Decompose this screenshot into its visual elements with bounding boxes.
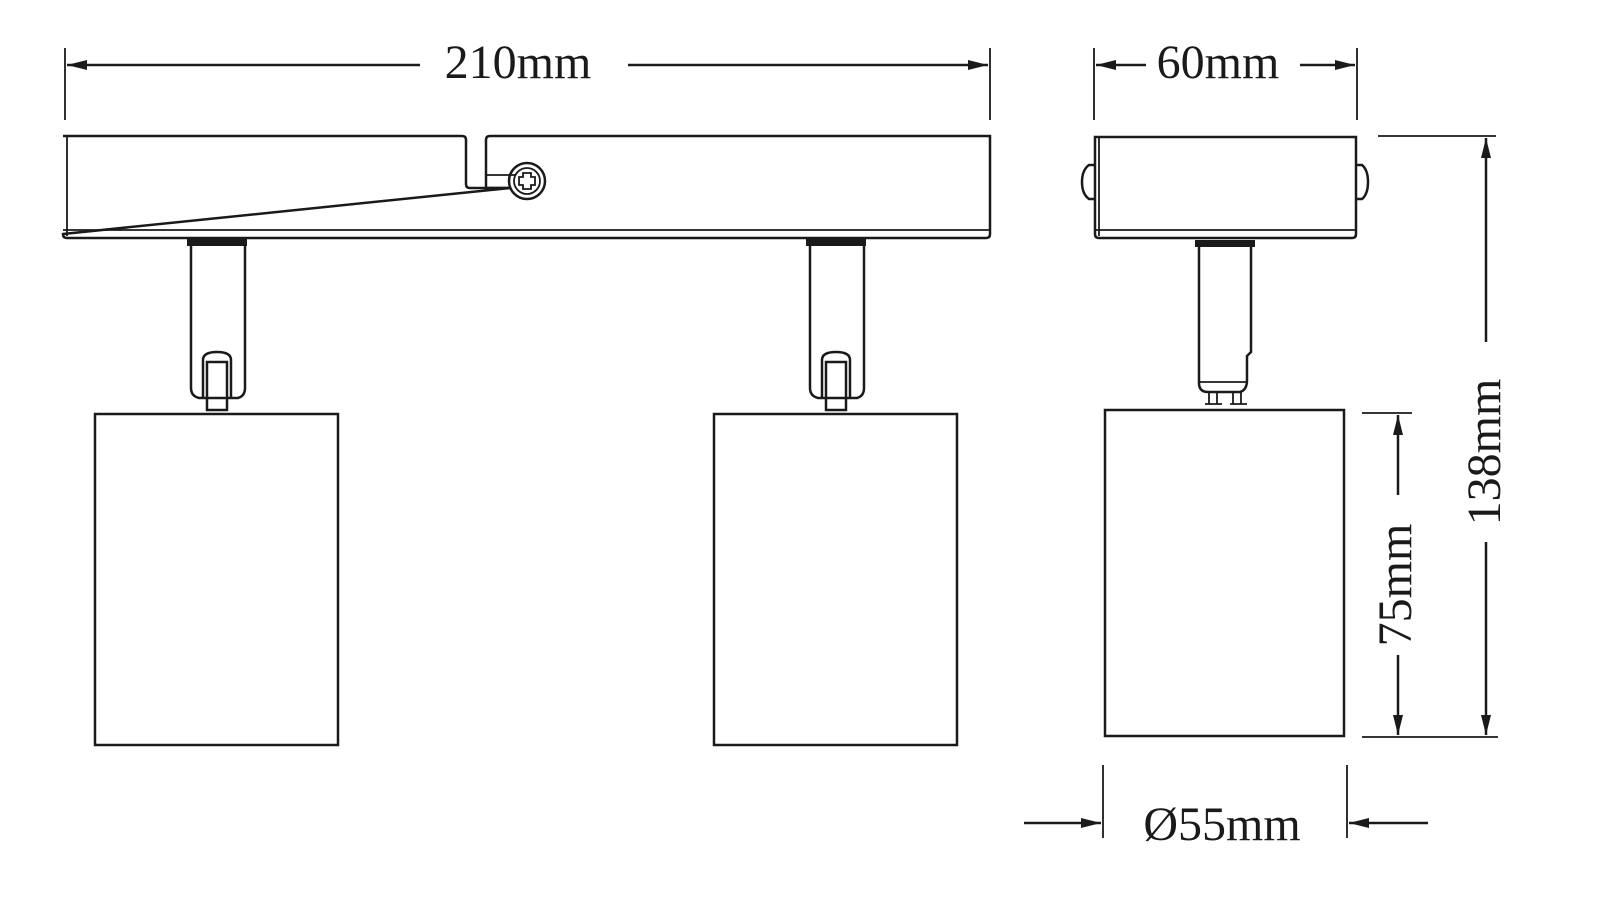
mounting-bar <box>61 134 992 240</box>
width-label: 210mm <box>445 36 592 89</box>
shade-height-label: 75mm <box>1369 524 1422 647</box>
width-dimension: 210mm <box>64 36 991 120</box>
depth-dimension: 60mm <box>1093 36 1358 120</box>
diameter-dimension: Ø55mm <box>1024 765 1428 851</box>
height-dimension: 138mm <box>1362 135 1511 738</box>
side-spotlight <box>1103 240 1346 738</box>
spotlight-right <box>712 239 959 747</box>
front-view: 210mm <box>61 36 992 747</box>
height-label: 138mm <box>1458 379 1511 526</box>
spotlight-left <box>93 239 340 747</box>
shade-height-dimension: 75mm <box>1362 412 1422 735</box>
side-mounting-bar <box>1080 135 1370 240</box>
screw-icon <box>507 161 547 201</box>
side-view: 60mm 138mm 75mm <box>1024 36 1511 851</box>
diameter-label: Ø55mm <box>1143 798 1300 851</box>
depth-label: 60mm <box>1157 36 1280 89</box>
